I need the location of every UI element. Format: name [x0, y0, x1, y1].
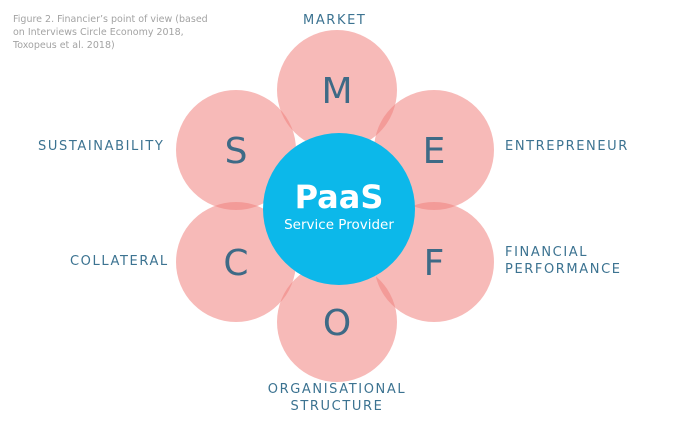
petal-letter: S	[225, 131, 248, 172]
petal-letter: O	[323, 303, 351, 344]
petal-letter: M	[321, 71, 352, 112]
petal-circle-s	[176, 90, 296, 210]
petal-circle-m	[277, 30, 397, 150]
figure-caption: Figure 2. Financier’s point of view (bas…	[13, 13, 213, 52]
label-entrepreneur: ENTREPRENEUR	[505, 138, 629, 155]
caption-line: Toxopeus et al. 2018)	[13, 40, 115, 51]
label-sustainability: SUSTAINABILITY	[38, 138, 164, 155]
label-collateral: COLLATERAL	[70, 253, 169, 270]
label-market: MARKET	[303, 12, 366, 29]
petal-letter: C	[223, 243, 248, 284]
label-text: ENTREPRENEUR	[505, 139, 629, 154]
center-circle	[263, 133, 415, 285]
petal-circle-c	[176, 202, 296, 322]
center-subtitle: Service Provider	[284, 217, 394, 233]
petal-circle-o	[277, 262, 397, 382]
caption-line: on Interviews Circle Economy 2018,	[13, 27, 184, 38]
caption-line: Figure 2. Financier’s point of view (bas…	[13, 14, 208, 25]
label-text: ORGANISATIONAL	[267, 382, 407, 397]
petal-letter: F	[424, 243, 445, 284]
label-organisational-structure: ORGANISATIONAL STRUCTURE	[262, 381, 412, 415]
label-text: COLLATERAL	[70, 254, 169, 269]
label-text: MARKET	[303, 13, 367, 28]
label-text: SUSTAINABILITY	[38, 139, 165, 154]
label-financial-performance: FINANCIAL PERFORMANCE	[505, 244, 622, 278]
center-title: PaaS	[295, 178, 384, 216]
label-text: FINANCIAL	[505, 245, 589, 260]
label-text: STRUCTURE	[290, 399, 384, 414]
label-text: PERFORMANCE	[505, 262, 622, 277]
petal-letter: E	[423, 131, 446, 172]
